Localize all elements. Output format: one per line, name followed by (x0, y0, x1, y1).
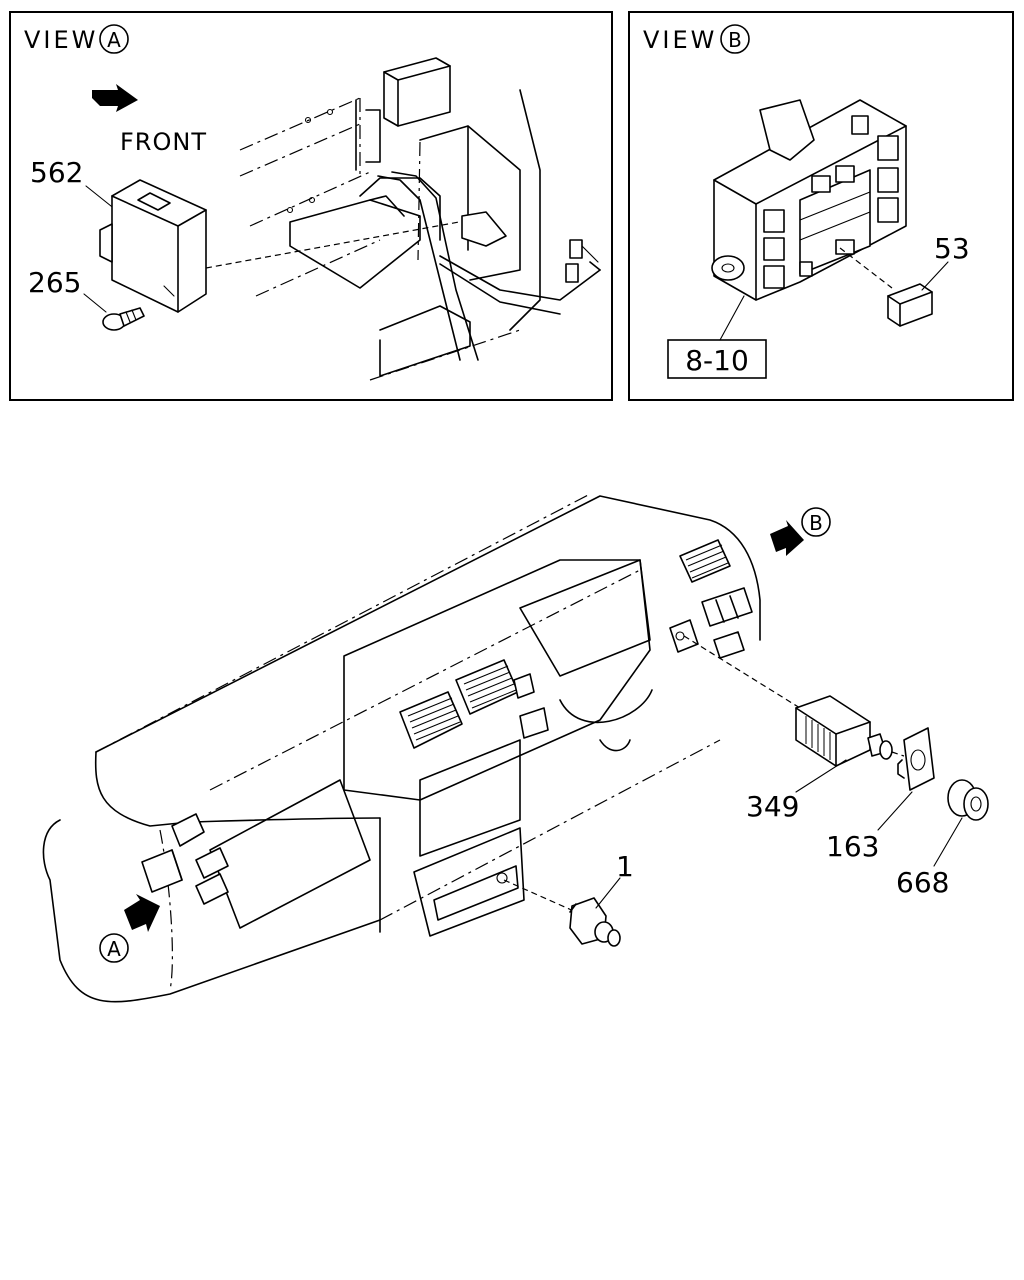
view-a-panel: VIEW A FRONT 562 265 (9, 11, 613, 401)
relay-53 (887, 283, 933, 327)
callout-163: 163 (826, 830, 879, 863)
callout-562: 562 (30, 156, 83, 189)
instrument-panel (42, 493, 761, 1003)
callout-8-10: 8-10 (685, 344, 749, 377)
view-b-panel: VIEW B (628, 11, 1014, 401)
main-marker-b: B (770, 507, 831, 556)
view-a-frame (9, 11, 613, 401)
front-arrow-icon (92, 84, 138, 112)
center-vents (399, 659, 519, 749)
switch-349 (795, 695, 893, 767)
main-marker-a: A (99, 849, 183, 963)
marker-b-label: B (809, 511, 823, 535)
view-b-title: VIEW (643, 26, 717, 54)
callout-265: 265 (28, 266, 81, 299)
view-a-marker: A (107, 28, 121, 52)
callout-8-10-box (667, 339, 767, 379)
right-vent (679, 539, 731, 583)
relay-box (711, 99, 907, 301)
view-a-title: VIEW (24, 26, 98, 54)
view-a-marker-circle (99, 24, 129, 54)
marker-b-arrow-icon (770, 520, 804, 556)
control-module-562 (99, 179, 207, 313)
front-label: FRONT (120, 128, 207, 156)
view-b-marker-circle (720, 24, 750, 54)
callout-668: 668 (896, 866, 949, 899)
marker-a-arrow-icon (124, 894, 160, 932)
marker-a-label: A (107, 937, 121, 961)
marker-b-circle (801, 507, 831, 537)
callout-1: 1 (616, 850, 634, 883)
marker-a-circle (99, 933, 129, 963)
view-a-structure (239, 57, 601, 381)
bushing-668 (947, 779, 989, 821)
view-b-frame (628, 11, 1014, 401)
sensor-1 (569, 897, 621, 947)
screw-265 (102, 307, 145, 331)
callout-53: 53 (934, 232, 970, 265)
callout-349: 349 (746, 790, 799, 823)
clip-163 (897, 727, 935, 791)
view-b-marker: B (728, 28, 742, 52)
